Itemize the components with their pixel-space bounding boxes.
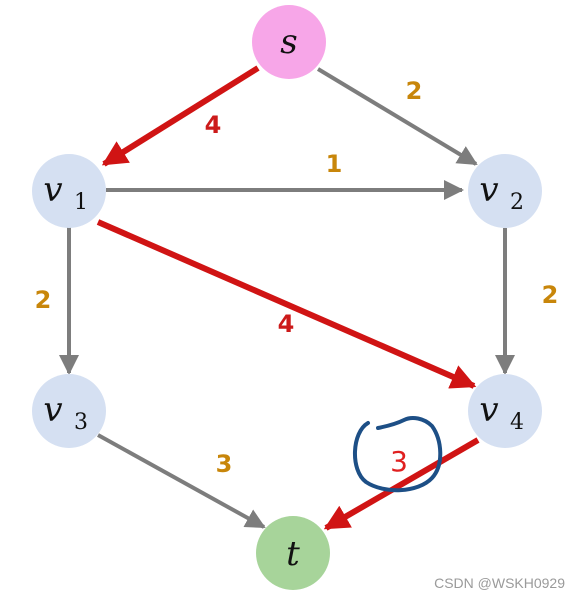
edge-weight-s-v1: 4 xyxy=(205,111,222,139)
node-v2-subscript: 2 xyxy=(510,190,524,215)
node-v3: v 3 xyxy=(32,374,106,448)
node-v4-label: v xyxy=(479,390,498,430)
edge-weight-v4-t: 3 xyxy=(390,445,408,478)
node-v3-label: v xyxy=(43,390,62,430)
edge-weight-s-v2: 2 xyxy=(406,77,423,105)
edge-weight-v2-v4: 2 xyxy=(542,281,559,309)
node-v1-subscript: 1 xyxy=(74,190,88,215)
node-t-label: t xyxy=(286,534,300,574)
node-v3-subscript: 3 xyxy=(74,410,88,435)
node-s: s xyxy=(252,5,326,79)
edge-v3-t xyxy=(97,433,266,529)
watermark-text: CSDN @WSKH0929 xyxy=(434,575,565,591)
node-s-label: s xyxy=(280,22,297,62)
node-v1-label: v xyxy=(43,170,62,210)
edge-s-v2 xyxy=(316,67,478,166)
edge-weight-v3-t: 3 xyxy=(216,450,233,478)
node-t: t xyxy=(256,516,330,590)
handwritten-circle-annotation xyxy=(352,416,443,493)
node-v2-label: v xyxy=(479,170,498,210)
edge-weight-v1-v3: 2 xyxy=(35,286,52,314)
edge-s-v1 xyxy=(101,65,260,167)
node-v4: v 4 xyxy=(468,374,542,448)
edge-v1-v4 xyxy=(96,219,477,389)
node-v4-subscript: 4 xyxy=(510,410,524,435)
edge-v4-t xyxy=(323,437,480,531)
node-v2: v 2 xyxy=(468,154,542,228)
edge-weight-v1-v2: 1 xyxy=(326,150,343,178)
edge-weight-v1-v4: 4 xyxy=(278,310,295,338)
node-v1: v 1 xyxy=(32,154,106,228)
